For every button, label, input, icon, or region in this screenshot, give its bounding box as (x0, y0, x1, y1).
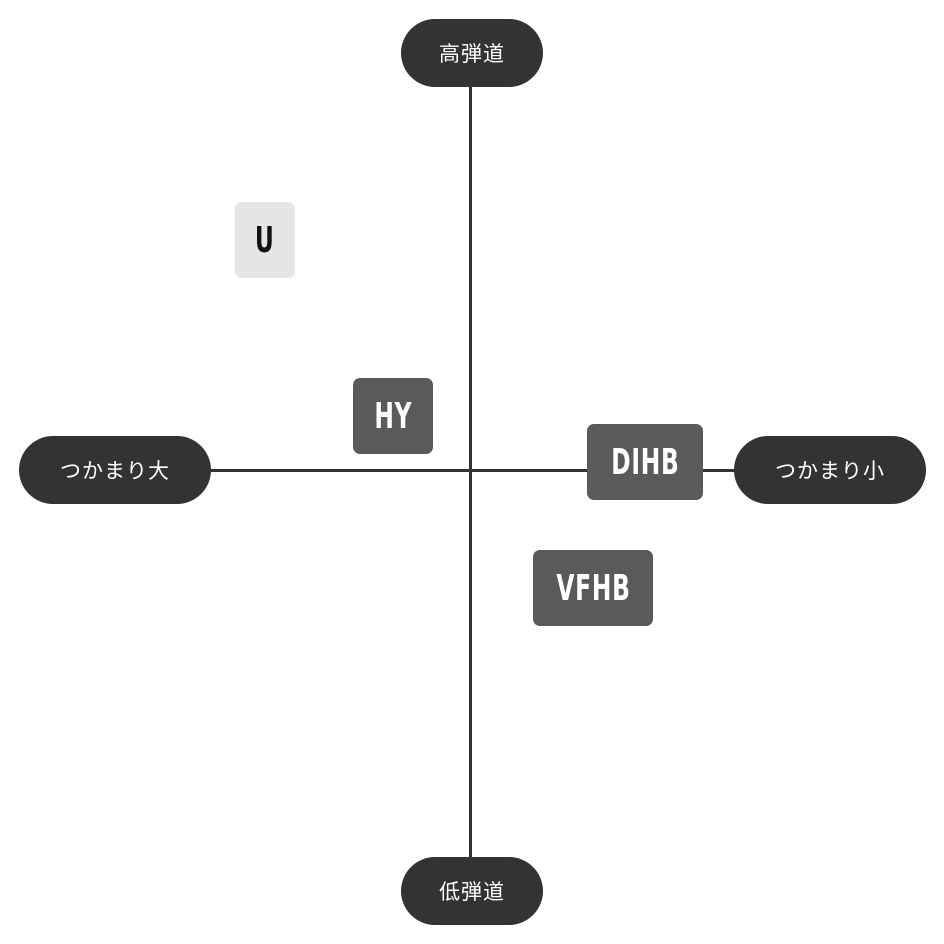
horizontal-axis-line (210, 469, 736, 472)
axis-label-bottom: 低弾道 (401, 857, 543, 925)
item-tag-label: HY (374, 395, 412, 437)
item-tag-label: DIHB (610, 441, 680, 483)
axis-label-top: 高弾道 (401, 19, 543, 87)
item-tag-vfhb: VFHB (533, 550, 653, 626)
axis-label-right: つかまり小 (734, 436, 926, 504)
item-tag-label: VFHB (555, 567, 631, 609)
item-tag-label: U (255, 219, 275, 261)
item-tag-dihb: DIHB (587, 424, 703, 500)
item-tag-hy: HY (353, 378, 433, 454)
item-tag-u: U (235, 202, 295, 278)
vertical-axis-line (469, 86, 472, 858)
axis-label-left: つかまり大 (19, 436, 211, 504)
